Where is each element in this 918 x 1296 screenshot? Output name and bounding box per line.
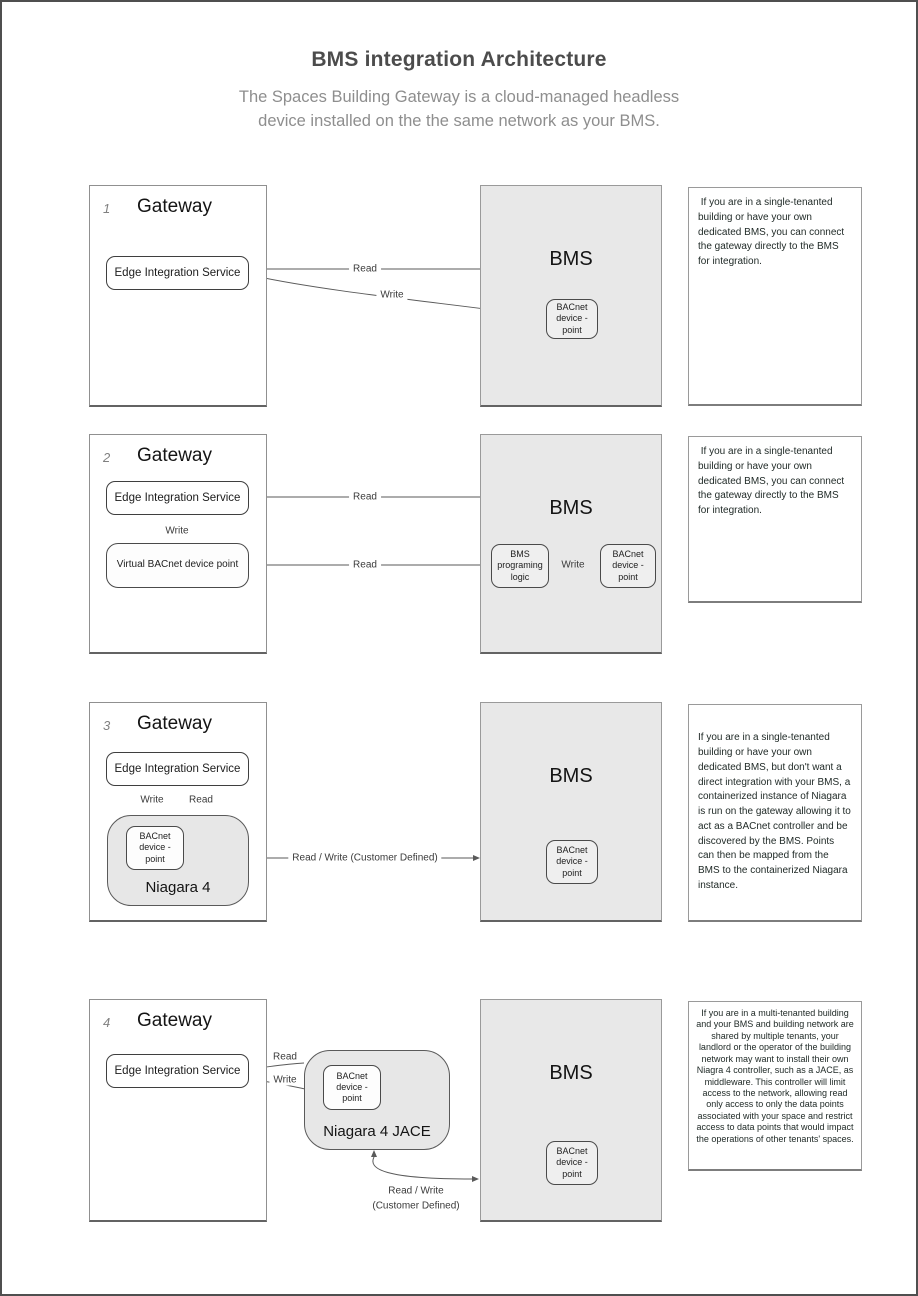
wire-label-read-write: Read / Write (Customer Defined) [288, 852, 442, 864]
bms-title: BMS [549, 248, 593, 270]
wire-label-customer-defined: (Customer Defined) [372, 1200, 460, 1212]
wire-label-write: Write [161, 525, 193, 537]
edge-integration-service-box: Edge Integration Service [106, 1054, 249, 1088]
bacnet-device-point-chip: BACnet device - point [126, 826, 184, 870]
gateway-box: 2 Gateway Edge Integration Service Virtu… [89, 434, 267, 654]
wire-label-write: Write [557, 559, 589, 571]
wire-label-read: Read [349, 263, 381, 275]
bacnet-device-point-chip: BACnet device - point [546, 840, 598, 884]
diagram-row-1: 1 Gateway Edge Integration Service BMS B… [2, 185, 916, 407]
gateway-number: 2 [103, 450, 111, 465]
bms-title: BMS [549, 1062, 593, 1084]
bms-box: BMS BACnet device - point [480, 185, 662, 407]
gateway-title: Gateway [137, 445, 212, 466]
virtual-bacnet-device-point-box: Virtual BACnet device point [106, 543, 249, 588]
gateway-title: Gateway [137, 713, 212, 734]
gateway-box: 4 Gateway Edge Integration Service [89, 999, 267, 1222]
bms-title: BMS [549, 765, 593, 787]
wire-label-write: Write [376, 289, 408, 301]
diagram-row-3: 3 Gateway Edge Integration Service BACne… [2, 702, 916, 922]
niagara-4-jace-box: BACnet device - point Niagara 4 JACE [304, 1050, 450, 1150]
bacnet-device-point-chip: BACnet device - point [600, 544, 656, 588]
diagram-row-2: 2 Gateway Edge Integration Service Virtu… [2, 434, 916, 654]
bms-programing-logic-chip: BMS programing logic [491, 544, 549, 588]
note-box: If you are in a single-tenanted building… [688, 187, 862, 406]
wire-label-read: Read [269, 1051, 301, 1063]
gateway-number: 3 [103, 718, 111, 733]
bacnet-device-point-chip: BACnet device - point [546, 299, 598, 339]
gateway-title: Gateway [137, 1010, 212, 1031]
wire-label-read: Read [349, 491, 381, 503]
wire-label-read-write: Read / Write [388, 1185, 444, 1197]
bacnet-device-point-chip: BACnet device - point [546, 1141, 598, 1185]
wire-label-read: Read [185, 794, 217, 806]
note-box: If you are in a single-tenanted building… [688, 436, 862, 603]
edge-integration-service-box: Edge Integration Service [106, 256, 249, 290]
page-title: BMS integration Architecture [311, 48, 607, 71]
note-box: If you are in a single-tenanted building… [688, 704, 862, 922]
page-subtitle: The Spaces Building Gateway is a cloud-m… [238, 88, 680, 130]
gateway-box: 3 Gateway Edge Integration Service BACne… [89, 702, 267, 922]
niagara-4-label: Niagara 4 [145, 879, 211, 896]
bms-title: BMS [549, 497, 593, 519]
gateway-number: 1 [103, 201, 111, 216]
bacnet-device-point-chip: BACnet device - point [323, 1065, 381, 1110]
bms-box: BMS BACnet device - point [480, 702, 662, 922]
edge-integration-service-box: Edge Integration Service [106, 752, 249, 786]
niagara-4-jace-label: Niagara 4 JACE [323, 1123, 431, 1140]
wire-label-write: Write [269, 1074, 301, 1086]
bms-box: BMS BACnet device - point [480, 999, 662, 1222]
edge-integration-service-box: Edge Integration Service [106, 481, 249, 515]
bms-box: BMS BMS programing logic BACnet device -… [480, 434, 662, 654]
niagara-4-box: BACnet device - point Niagara 4 [107, 815, 249, 906]
diagram-row-4: 4 Gateway Edge Integration Service BACne… [2, 999, 916, 1222]
wire-label-write: Write [136, 794, 168, 806]
gateway-box: 1 Gateway Edge Integration Service [89, 185, 267, 407]
note-box: If you are in a multi-tenanted building … [688, 1001, 862, 1171]
wire-label-read: Read [349, 559, 381, 571]
gateway-title: Gateway [137, 196, 212, 217]
gateway-number: 4 [103, 1015, 111, 1030]
